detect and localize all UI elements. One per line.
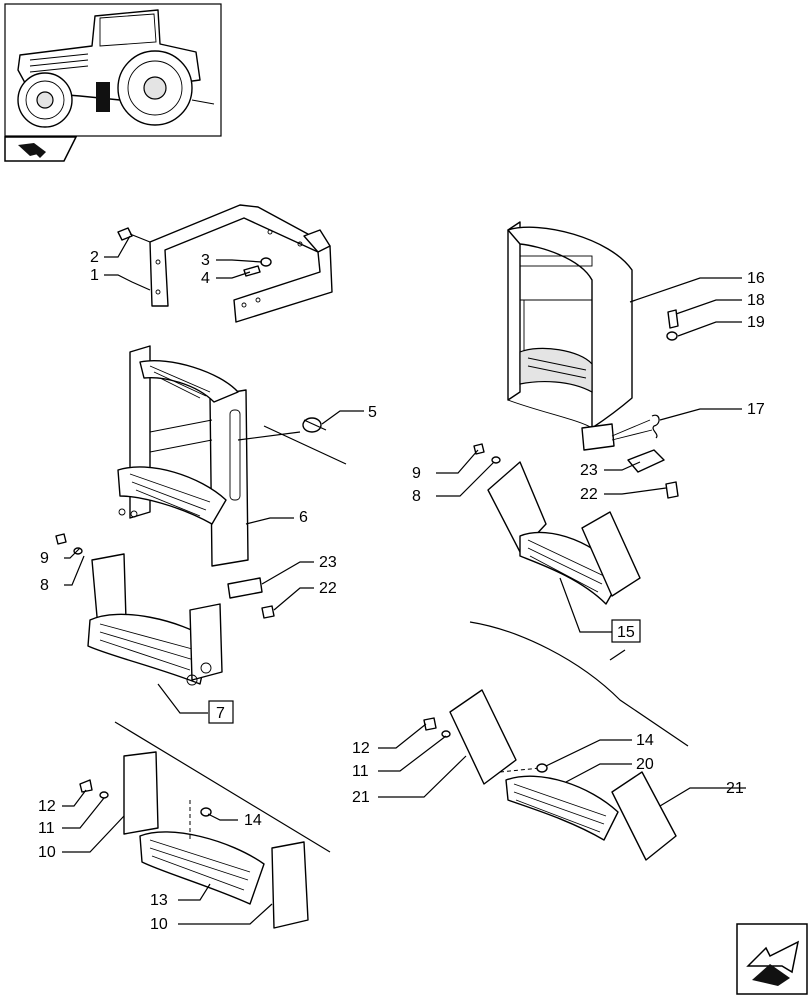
next-page-arrow-icon[interactable] xyxy=(736,923,808,995)
tractor-thumbnail[interactable] xyxy=(4,3,222,137)
step-20 xyxy=(499,767,619,841)
callout-11-left[interactable]: 11 xyxy=(38,820,55,837)
callout-12-right[interactable]: 12 xyxy=(352,740,370,757)
callout-17[interactable]: 17 xyxy=(747,401,765,418)
callout-9-left[interactable]: 9 xyxy=(40,550,49,567)
callout-23-left[interactable]: 23 xyxy=(319,554,337,571)
callout-11-right[interactable]: 11 xyxy=(352,763,369,780)
callout-22-left[interactable]: 22 xyxy=(319,580,337,597)
callout-23-right[interactable]: 23 xyxy=(580,462,598,479)
bolt-12-washer-11-right xyxy=(423,717,451,738)
plate-10-rear xyxy=(123,751,159,835)
callout-7-text: 7 xyxy=(216,705,225,722)
step-assembly-6 xyxy=(117,345,347,567)
callout-15[interactable]: 15 xyxy=(611,619,641,643)
bolt-9-washer-8-right xyxy=(473,443,501,464)
group-bracket-left xyxy=(114,721,331,853)
leader-lines xyxy=(62,235,746,925)
pin-5 xyxy=(302,417,327,433)
plate-21-left xyxy=(449,689,517,785)
plate-23-right xyxy=(627,449,665,473)
callout-12-left[interactable]: 12 xyxy=(38,798,56,815)
callout-13[interactable]: 13 xyxy=(150,892,168,909)
callout-16[interactable]: 16 xyxy=(747,270,765,287)
callout-5[interactable]: 5 xyxy=(368,404,377,421)
step-13 xyxy=(139,800,265,905)
nut-14-right xyxy=(536,763,548,773)
callout-1[interactable]: 1 xyxy=(90,267,99,284)
step-15 xyxy=(487,461,641,605)
bolt-18-washer-19 xyxy=(666,309,679,341)
callout-19[interactable]: 19 xyxy=(747,314,765,331)
callout-6[interactable]: 6 xyxy=(299,509,308,526)
callout-2[interactable]: 2 xyxy=(90,249,99,266)
callout-10-bottom[interactable]: 10 xyxy=(150,916,168,933)
callout-21-left[interactable]: 21 xyxy=(352,789,370,806)
bolt-9-washer-8-left xyxy=(55,533,83,555)
plate-10-front xyxy=(271,841,309,929)
callout-labels: 2 1 3 4 5 6 9 8 23 22 7 12 11 10 14 13 1… xyxy=(38,249,765,933)
plate-21-right xyxy=(611,771,677,861)
bolt-22-right xyxy=(665,481,679,499)
clip-17 xyxy=(611,414,660,441)
callout-21-right[interactable]: 21 xyxy=(726,780,744,797)
callout-4[interactable]: 4 xyxy=(201,270,210,287)
callout-7[interactable]: 7 xyxy=(208,700,234,724)
callout-3[interactable]: 3 xyxy=(201,252,210,269)
bolt-2 xyxy=(117,227,151,243)
callout-22-right[interactable]: 22 xyxy=(580,486,598,503)
bracket-1 xyxy=(149,204,333,323)
callout-15-text: 15 xyxy=(617,624,635,641)
callout-9-right[interactable]: 9 xyxy=(412,465,421,482)
book-arrow-icon[interactable] xyxy=(4,136,78,162)
step-7 xyxy=(87,553,223,686)
group-bracket-right xyxy=(469,621,689,747)
callout-20[interactable]: 20 xyxy=(636,756,654,773)
tractor-location-icon xyxy=(17,9,215,128)
callout-8-right[interactable]: 8 xyxy=(412,488,421,505)
frame-16 xyxy=(507,221,633,451)
bolt-12-washer-11-left xyxy=(79,779,109,799)
callout-14-left[interactable]: 14 xyxy=(244,812,262,829)
callout-8-left[interactable]: 8 xyxy=(40,577,49,594)
callout-18[interactable]: 18 xyxy=(747,292,765,309)
callout-10-top[interactable]: 10 xyxy=(38,844,56,861)
bolt-22-left xyxy=(261,605,275,619)
plate-23-left xyxy=(227,577,263,599)
callout-14-right[interactable]: 14 xyxy=(636,732,654,749)
